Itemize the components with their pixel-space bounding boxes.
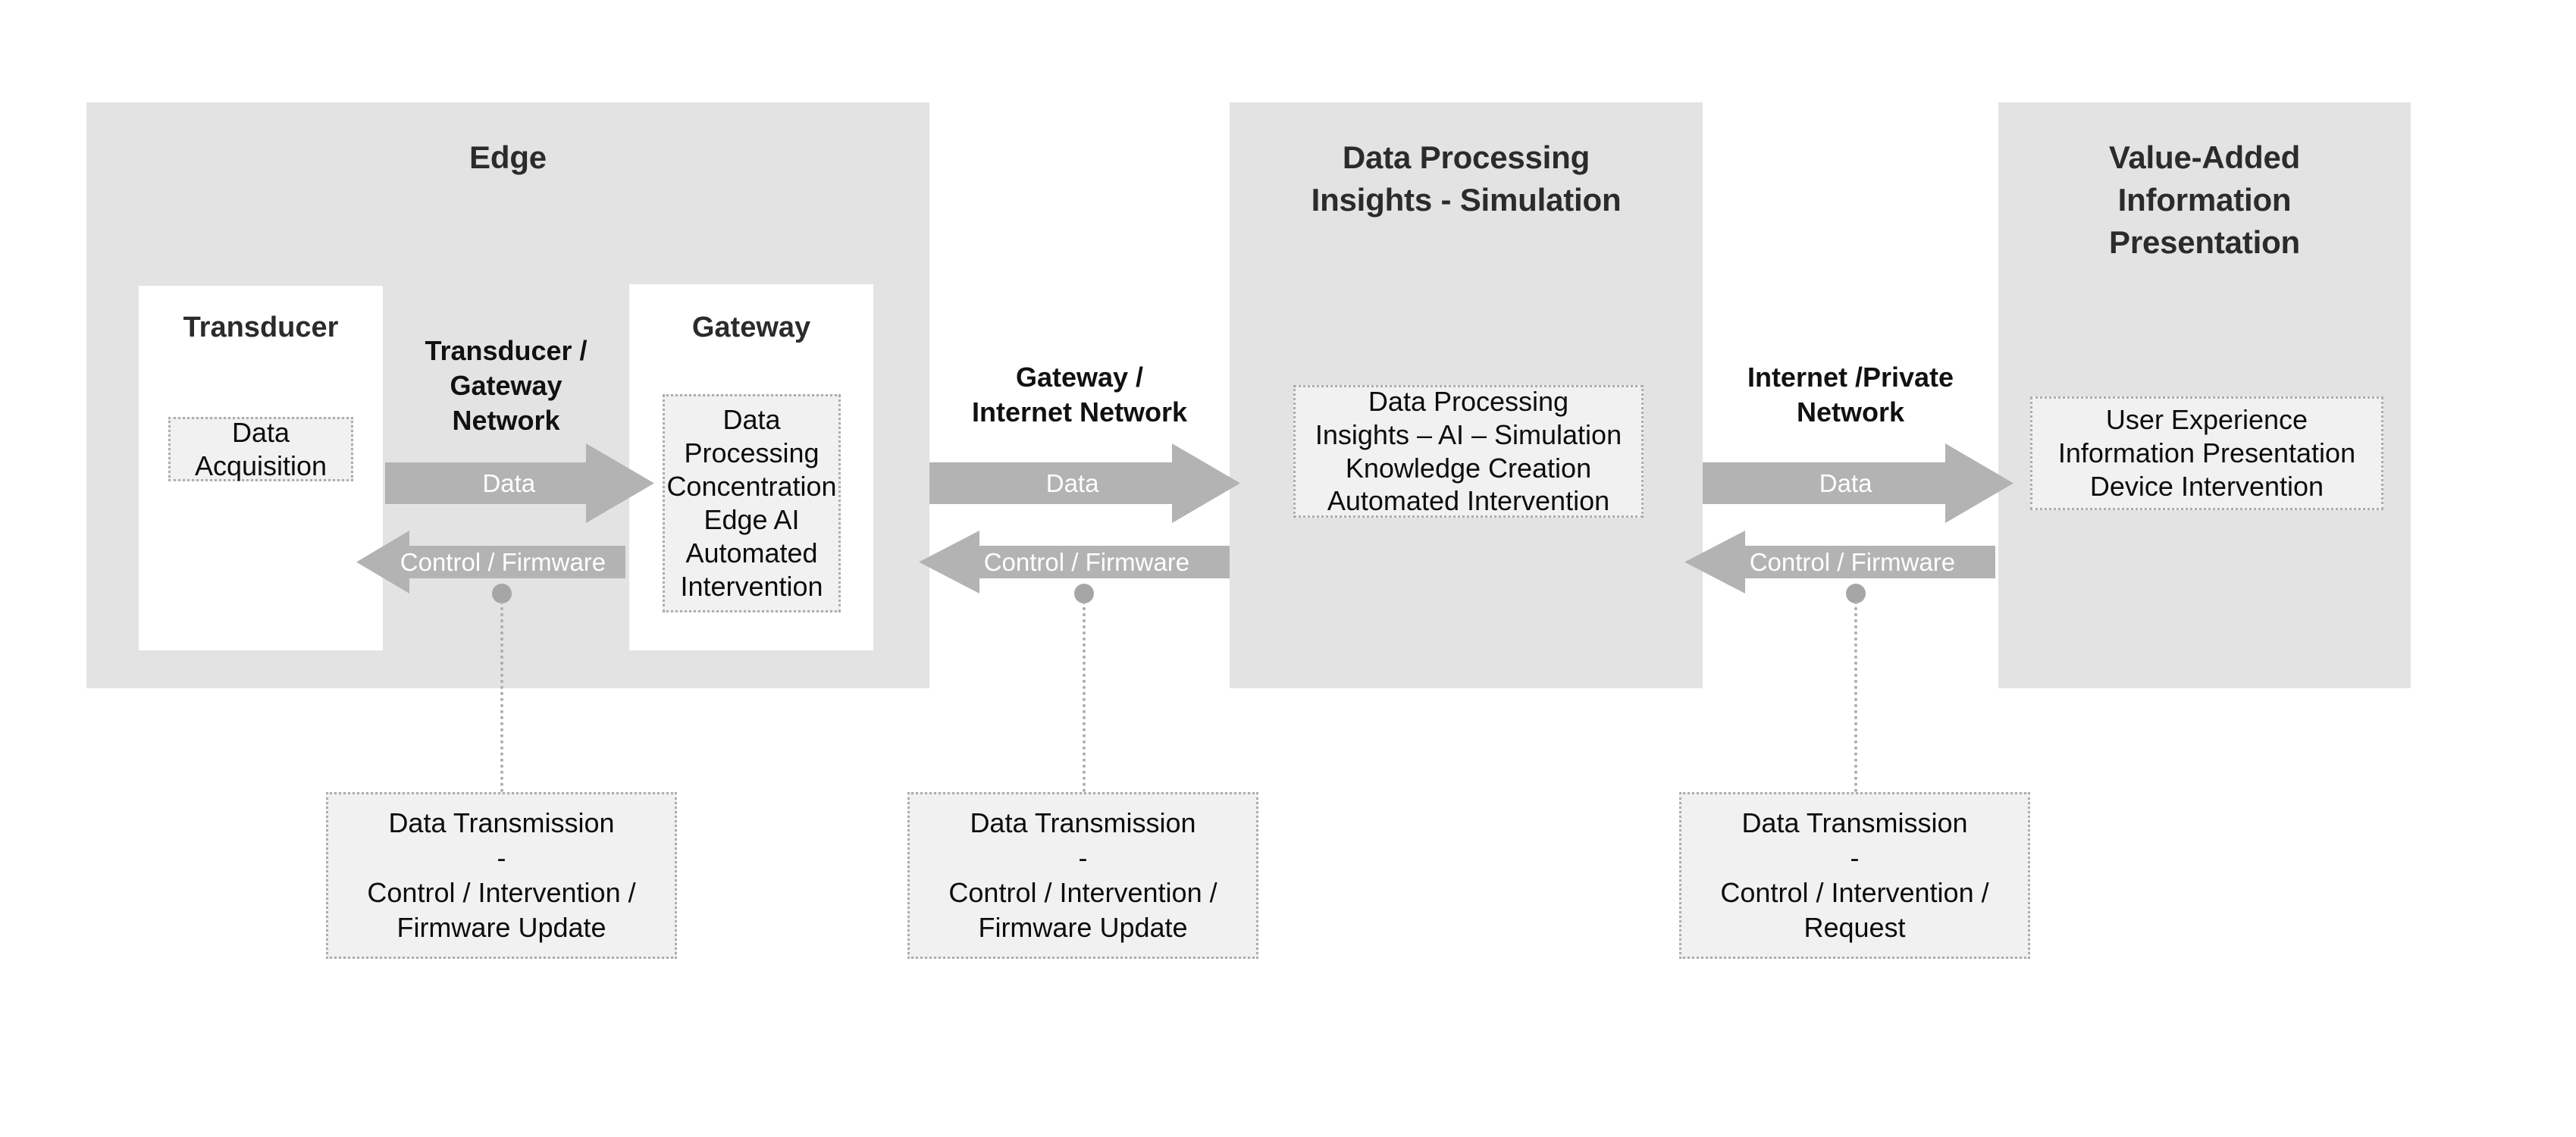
connector-dot-3 [1846,584,1866,603]
card-transducer-title: Transducer [183,312,339,343]
callout-transducer-gateway: Data Transmission - Control / Interventi… [326,792,677,959]
dotbox-gateway-functions: Data Processing Concentration Edge AI Au… [663,394,841,612]
network-label-transducer-gateway: Transducer / Gateway Network [425,335,588,437]
network-label-internet-private: Internet /Private Network [1747,362,1954,428]
connector-line-1 [500,601,503,792]
callout-gateway-internet: Data Transmission - Control / Interventi… [907,792,1258,959]
callout-internet-private-text: Data Transmission - Control / Interventi… [1720,807,1989,944]
connector-line-2 [1083,601,1086,792]
callout-gateway-internet-text: Data Transmission - Control / Interventi… [948,807,1217,944]
zone-value-added [1998,102,2411,688]
dotbox-data-processing-functions-text: Data Processing Insights – AI – Simulati… [1315,385,1622,517]
callout-transducer-gateway-text: Data Transmission - Control / Interventi… [367,807,636,944]
arrow-control-cloud-to-gateway: Control / Firmware [919,531,1230,594]
arrow-control-presentation-to-cloud: Control / Firmware [1684,531,1995,594]
dotbox-data-processing-functions: Data Processing Insights – AI – Simulati… [1293,385,1644,518]
connector-line-3 [1854,601,1857,792]
dotbox-gateway-functions-text: Data Processing Concentration Edge AI Au… [666,404,837,602]
zone-edge-title: Edge [469,139,547,175]
arrow-data-gateway-to-cloud: Data [929,443,1240,523]
arrow-data-transducer-to-gateway: Data [385,443,654,523]
arrow-control-gateway-to-transducer: Control / Firmware [356,531,625,594]
callout-internet-private: Data Transmission - Control / Interventi… [1679,792,2030,959]
card-gateway-title: Gateway [691,312,811,343]
connector-dot-2 [1074,584,1094,603]
arrow-data-cloud-to-presentation: Data [1703,443,2013,523]
dotbox-data-acquisition: Data Acquisition [168,417,353,481]
dotbox-data-acquisition-text: Data Acquisition [194,416,327,481]
zone-data-processing-title: Data Processing Insights - Simulation [1311,139,1622,218]
dotbox-value-added-functions-text: User Experience Information Presentation… [2057,404,2356,502]
zone-value-added-title: Value-Added Information Presentation [2108,139,2301,260]
dotbox-value-added-functions: User Experience Information Presentation… [2030,396,2383,510]
connector-dot-1 [492,584,512,603]
network-label-gateway-internet: Gateway / Internet Network [971,362,1188,428]
